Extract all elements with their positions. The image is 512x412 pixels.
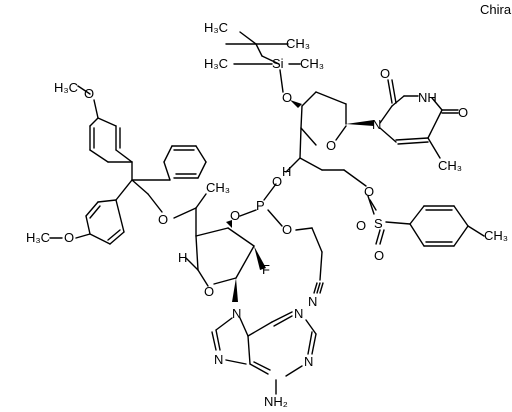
thymine-n1: N: [372, 117, 381, 132]
lower-ring-oxygen: O: [204, 284, 214, 299]
adenine-n3: N: [294, 306, 303, 321]
chiral-annotation: Chiral: [480, 2, 512, 17]
nitrile-nitrogen: N: [308, 294, 317, 309]
silicon-atom: Si: [272, 56, 284, 71]
adenine-n1: N: [304, 354, 313, 369]
phosphorus-atom: P: [256, 198, 265, 213]
trityl-ether-oxygen: O: [158, 212, 168, 227]
branch-methyl: CH₃: [206, 180, 230, 195]
dmt-top-methoxy-oxygen: O: [84, 86, 94, 101]
dmt-top-methyl: H₃C: [54, 80, 78, 95]
adenine-n7: N: [214, 352, 223, 367]
phosphite-oxygen-left: O: [230, 208, 240, 223]
upper-ring-oxygen: O: [326, 138, 336, 153]
tbs-methyl-left: H₃C: [204, 56, 228, 71]
fluorine-atom: F: [262, 262, 270, 277]
stereo-hydrogen-left: H: [178, 250, 187, 265]
tosylate-oxygen: O: [364, 184, 374, 199]
sulfonyl-oxygen-bottom: O: [374, 248, 384, 263]
dmt-bottom-methoxy-oxygen: O: [64, 230, 74, 245]
sulfonyl-oxygen-left: O: [356, 218, 366, 233]
silyl-ether-oxygen: O: [282, 90, 292, 105]
thymine-c2-oxygen: O: [380, 66, 390, 81]
atom-labels: Chiral H₃C CH₃ H₃C Si CH₃ O O N O NH O C…: [26, 2, 512, 409]
thymine-c4-oxygen: O: [458, 105, 468, 120]
adenine-n9: N: [232, 306, 241, 321]
tbs-methyl-top-left: H₃C: [204, 20, 228, 35]
stereo-hydrogen-top: H: [282, 164, 291, 179]
adenine-amino: NH₂: [264, 394, 288, 409]
linker-oxygen: O: [272, 174, 282, 189]
tbs-methyl-right: CH₃: [300, 56, 324, 71]
bond-lines: [49, 31, 485, 395]
thymine-nh: NH: [418, 90, 437, 105]
tosyl-methyl: CH₃: [484, 228, 508, 243]
phosphite-oxygen-right: O: [282, 222, 292, 237]
sulfur-atom: S: [374, 216, 383, 231]
thymine-methyl: CH₃: [438, 158, 462, 173]
tbs-methyl-top-right: CH₃: [286, 36, 310, 51]
dmt-bottom-methyl: H₃C: [26, 230, 50, 245]
